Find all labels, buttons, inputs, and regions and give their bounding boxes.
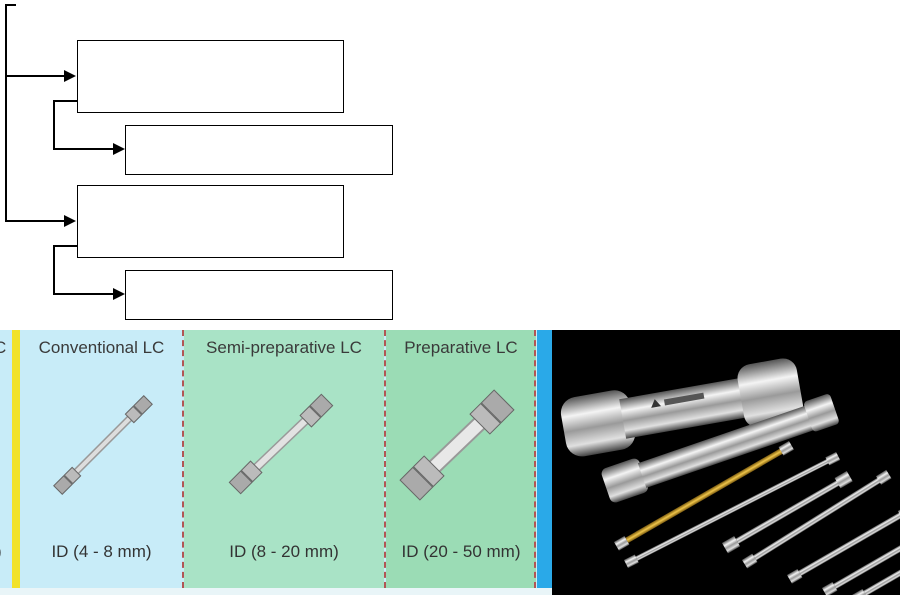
thin-column-3	[742, 469, 892, 569]
flow-box-4	[125, 270, 393, 320]
connector-2-horizontal-top	[53, 100, 77, 102]
cutoff-title: C	[0, 338, 7, 357]
connector-4-vertical	[53, 245, 55, 295]
preparative-lc-column: Preparative LC ID (20 - 50 mm)	[386, 330, 536, 588]
lc-scale-panel: C ) Conventional LC ID (4 - 8 mm) Semi-p…	[0, 330, 552, 595]
conventional-lc-id: ID (4 - 8 mm)	[51, 542, 152, 561]
preparative-column-icon	[399, 389, 515, 501]
semi-preparative-lc-column: Semi-preparative LC ID (8 - 20 mm)	[184, 330, 384, 588]
semi-preparative-column-icon	[228, 393, 334, 495]
flow-box-2	[125, 125, 393, 175]
conventional-lc-title: Conventional LC	[38, 338, 165, 357]
gold-column	[614, 441, 794, 551]
conventional-column-icon	[53, 395, 153, 495]
cutoff-id: )	[0, 542, 8, 562]
cutoff-column: C )	[0, 330, 12, 588]
divider-1	[182, 330, 184, 588]
large-column	[560, 358, 804, 457]
thin-column-1	[624, 451, 841, 569]
connector-4-horizontal	[53, 293, 113, 295]
arrow-head-4	[113, 288, 125, 300]
flow-box-1	[77, 40, 344, 113]
semi-preparative-lc-title: Semi-preparative LC	[206, 338, 362, 357]
hplc-columns-photo	[552, 330, 900, 595]
divider-2	[384, 330, 386, 588]
thin-column-5	[822, 538, 900, 595]
connector-2-horizontal	[53, 148, 113, 150]
hplc-columns-illustration	[560, 358, 900, 595]
medium-column	[601, 394, 839, 503]
spine-vertical	[5, 4, 7, 222]
preparative-lc-title: Preparative LC	[404, 338, 518, 357]
connector-4-horizontal-top	[53, 245, 77, 247]
bottom-band	[0, 588, 552, 595]
conventional-lc-column: Conventional LC ID (4 - 8 mm)	[20, 330, 183, 588]
arrow-head-1	[64, 70, 76, 82]
thin-column-2	[722, 471, 853, 554]
blue-bar	[537, 330, 552, 588]
connector-1	[5, 75, 65, 77]
thin-column-6	[852, 560, 900, 595]
preparative-lc-id: ID (20 - 50 mm)	[401, 542, 521, 561]
flow-box-3	[77, 185, 344, 258]
arrow-head-2	[113, 143, 125, 155]
semi-preparative-lc-id: ID (8 - 20 mm)	[229, 542, 339, 561]
yellow-bar	[12, 330, 20, 588]
divider-3	[534, 330, 536, 588]
connector-3	[5, 220, 65, 222]
spine-top-tick	[5, 4, 16, 6]
arrow-head-3	[64, 215, 76, 227]
thin-column-4	[787, 505, 900, 584]
connector-2-vertical	[53, 100, 55, 150]
